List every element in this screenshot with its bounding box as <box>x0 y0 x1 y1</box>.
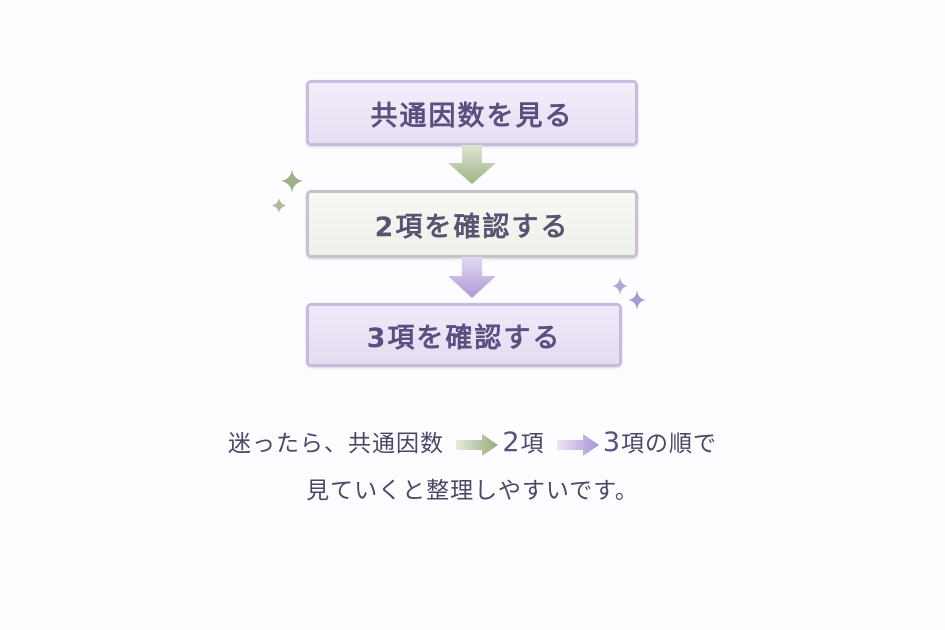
arrow-right-purple-icon <box>556 433 599 456</box>
caption-line-2: 見ていくと整理しやすいです。 <box>306 478 639 504</box>
caption-step2-number: 2 <box>502 427 521 458</box>
caption-step3-number: 3 <box>602 427 621 458</box>
step-common-factor: 共通因数を見る <box>306 80 638 146</box>
sparkle-green-large-icon <box>281 169 303 193</box>
step-label: 3項を確認する <box>366 322 562 354</box>
arrow-right-green-icon <box>456 433 499 456</box>
step-label: 共通因数を見る <box>370 100 574 132</box>
step-label: 2項を確認する <box>374 211 570 243</box>
caption-step3-unit: 項の順で <box>621 431 717 457</box>
sparkle-green-small-icon <box>272 198 286 213</box>
caption-prefix: 迷ったら、共通因数 <box>228 431 444 457</box>
sparkle-purple-small-icon <box>612 277 628 295</box>
caption-step2-unit: 項 <box>520 431 545 457</box>
arrow-down-purple-icon <box>448 257 496 298</box>
step-three-terms: 3項を確認する <box>306 303 622 367</box>
sparkle-purple-large-icon <box>628 290 646 310</box>
caption-line-1: 迷ったら、共通因数 2項 3項の順で <box>0 424 945 458</box>
arrow-down-green-icon <box>448 145 496 184</box>
step-two-terms: 2項を確認する <box>306 190 638 258</box>
